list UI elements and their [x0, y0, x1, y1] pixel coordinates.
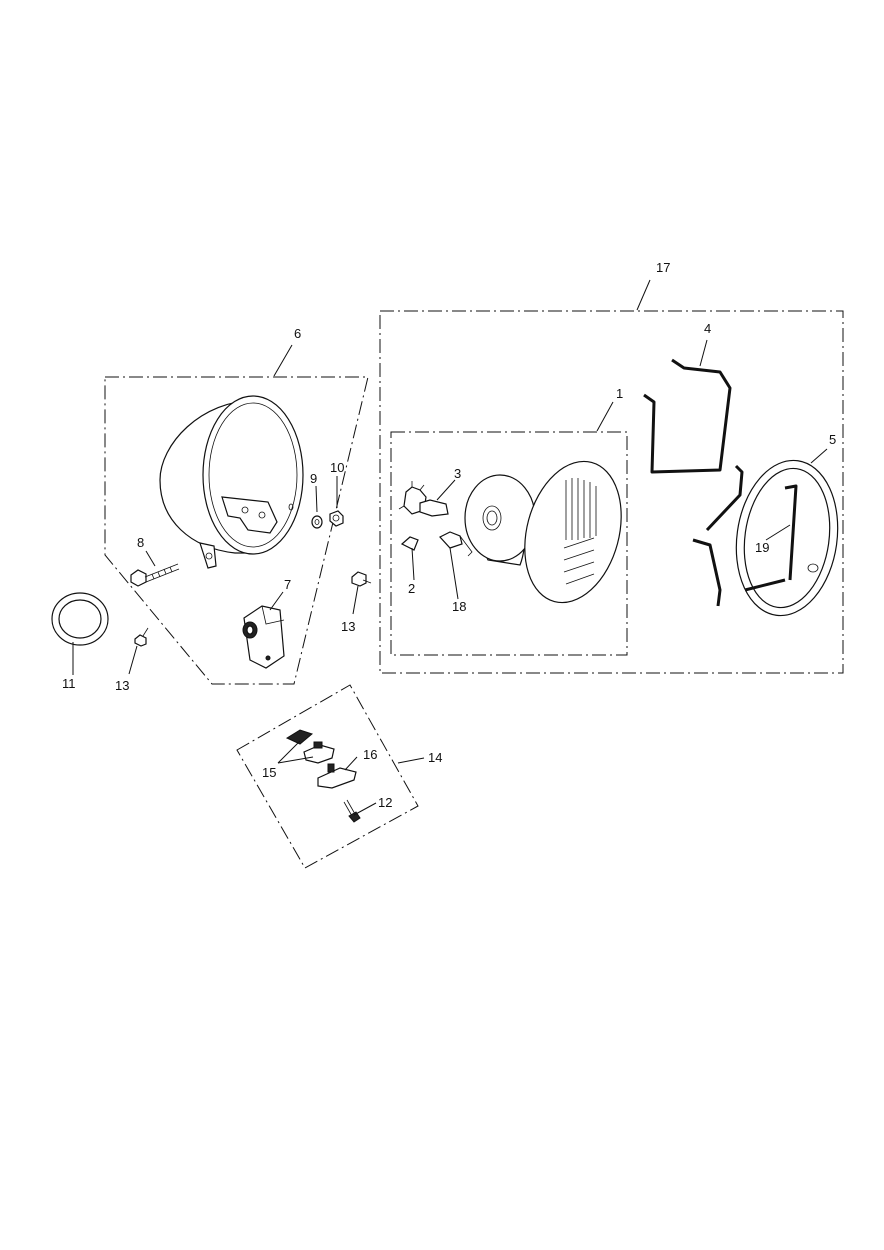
- lens-reflector: [464, 474, 536, 566]
- callout-1: 1: [616, 386, 623, 401]
- callout-8: 8: [137, 535, 144, 550]
- leader-lines: [72, 279, 828, 816]
- pilot-bulb: [400, 536, 419, 551]
- headlamp-rim: [735, 459, 839, 617]
- headlamp-bulb: [398, 481, 449, 517]
- mounting-bracket: [242, 605, 285, 669]
- screw-b: [134, 627, 149, 647]
- callout-2: 2: [408, 581, 415, 596]
- callout-14: 14: [428, 750, 442, 765]
- callout-3: 3: [454, 466, 461, 481]
- callout-12: 12: [378, 795, 392, 810]
- bulb-holder: [439, 531, 473, 557]
- callout-15: 15: [262, 765, 276, 780]
- group-6-boundary: [104, 376, 369, 685]
- callout-10: 10: [330, 460, 344, 475]
- callout-13a: 13: [341, 619, 355, 634]
- lens-glass: [524, 460, 622, 604]
- callout-17: 17: [656, 260, 670, 275]
- callout-13b: 13: [115, 678, 129, 693]
- rubber-ring: [51, 592, 109, 646]
- screw-a: [351, 571, 372, 587]
- callout-18: 18: [452, 599, 466, 614]
- mount-plate: [285, 729, 314, 745]
- fixing-bolt: [343, 799, 361, 823]
- headlamp-shell: [159, 395, 304, 569]
- callout-19: 19: [755, 540, 769, 555]
- group-17-boundary: [379, 310, 844, 674]
- spring-clips: [692, 464, 798, 607]
- washer: [311, 515, 323, 529]
- callout-16: 16: [363, 747, 377, 762]
- group-1-boundary: [390, 431, 628, 656]
- group-14-boundary: [236, 684, 419, 869]
- nut: [329, 510, 344, 527]
- bolt: [130, 563, 180, 587]
- callout-6: 6: [294, 326, 301, 341]
- damper-block: [317, 763, 357, 789]
- rubber-mount: [303, 741, 335, 764]
- callout-7: 7: [284, 577, 291, 592]
- callout-5: 5: [829, 432, 836, 447]
- wire-clip: [643, 358, 732, 474]
- callout-4: 4: [704, 321, 711, 336]
- callout-9: 9: [310, 471, 317, 486]
- callout-11: 11: [62, 676, 76, 691]
